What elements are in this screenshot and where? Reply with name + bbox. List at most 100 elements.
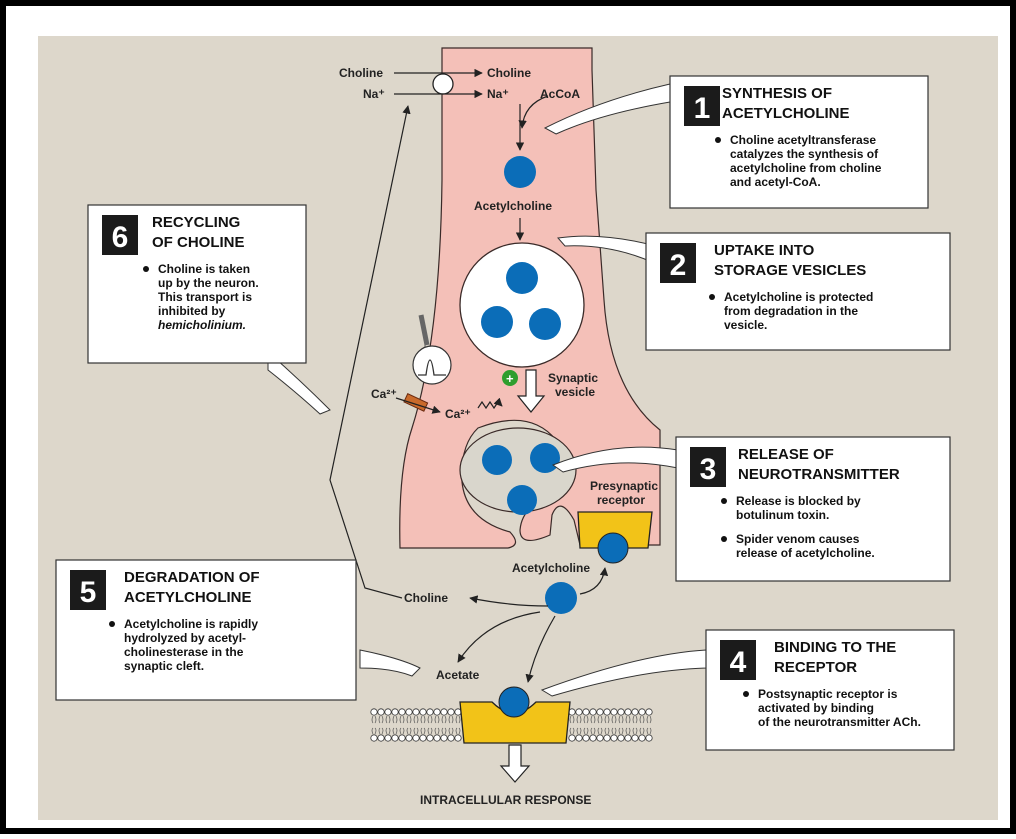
lipid-head bbox=[427, 709, 433, 715]
bullet-dot bbox=[721, 536, 727, 542]
lipid-head bbox=[406, 735, 412, 741]
bullet-text: acetylcholine from choline bbox=[730, 161, 882, 175]
step-title-line-2: OF CHOLINE bbox=[152, 234, 245, 251]
bullet-dot bbox=[143, 266, 149, 272]
bullet-text: Postsynaptic receptor is bbox=[758, 687, 898, 701]
lipid-head bbox=[604, 709, 610, 715]
bullet-dot bbox=[721, 498, 727, 504]
sodium-inside-label: Na⁺ bbox=[487, 87, 509, 101]
bullet-text: vesicle. bbox=[724, 318, 767, 332]
lipid-head bbox=[392, 709, 398, 715]
step-title-line-1: DEGRADATION OF bbox=[124, 569, 260, 586]
presynaptic-receptor-label-1: Presynaptic bbox=[590, 479, 658, 493]
choline-outside-label: Choline bbox=[339, 66, 383, 80]
vesicle-ach-molecule bbox=[529, 308, 561, 340]
bullet-text: synaptic cleft. bbox=[124, 659, 204, 673]
step-title-line-2: ACETYLCHOLINE bbox=[722, 105, 850, 122]
callout-step-4: 4BINDING TO THERECEPTORPostsynaptic rece… bbox=[706, 630, 954, 750]
choline-transporter-icon bbox=[433, 74, 453, 94]
lipid-head bbox=[625, 709, 631, 715]
callout-step-1: 1 SYNTHESIS OF ACETYLCHOLINE Choline acetyl… bbox=[670, 76, 928, 208]
lipid-head bbox=[385, 735, 391, 741]
bullet-text: and acetyl-CoA. bbox=[730, 175, 821, 189]
bullet-text: of the neurotransmitter ACh. bbox=[758, 715, 921, 729]
lipid-head bbox=[576, 735, 582, 741]
bullet-text: Release is blocked by bbox=[736, 494, 861, 508]
acetylcholine-molecule bbox=[504, 156, 536, 188]
lipid-head bbox=[434, 709, 440, 715]
lipid-head bbox=[441, 709, 447, 715]
plus-sign: + bbox=[506, 371, 514, 386]
lipid-head bbox=[371, 735, 377, 741]
lipid-head bbox=[378, 735, 384, 741]
storage-vesicle bbox=[460, 243, 584, 367]
bullet-text: activated by binding bbox=[758, 701, 874, 715]
step-number: 5 bbox=[80, 576, 97, 609]
calcium-inside-label: Ca²⁺ bbox=[445, 407, 471, 421]
bullet-text: Choline acetyltransferase bbox=[730, 133, 876, 147]
sodium-outside-label: Na⁺ bbox=[363, 87, 385, 101]
step-title-line-2: STORAGE VESICLES bbox=[714, 262, 866, 279]
acetate-label: Acetate bbox=[436, 668, 480, 682]
bullet-text: hemicholinium. bbox=[158, 318, 246, 332]
lipid-head bbox=[639, 735, 645, 741]
cleft-ach-molecule bbox=[545, 582, 577, 614]
bullet-text: Choline is taken bbox=[158, 262, 250, 276]
lipid-head bbox=[399, 709, 405, 715]
bullet-text: cholinesterase in the bbox=[124, 645, 244, 659]
bullet-dot bbox=[109, 621, 115, 627]
step-number: 3 bbox=[700, 453, 717, 486]
lipid-head bbox=[590, 735, 596, 741]
callout-step-5: 5DEGRADATION OFACETYLCHOLINEAcetylcholin… bbox=[56, 560, 356, 700]
bullet-text: catalyzes the synthesis of bbox=[730, 147, 879, 161]
lipid-head bbox=[420, 735, 426, 741]
bullet-text: botulinum toxin. bbox=[736, 508, 829, 522]
lipid-head bbox=[448, 709, 454, 715]
bullet-dot bbox=[709, 294, 715, 300]
bullet-text: Acetylcholine is rapidly bbox=[124, 617, 258, 631]
lipid-head bbox=[597, 735, 603, 741]
bullet-text: hydrolyzed by acetyl- bbox=[124, 631, 246, 645]
lipid-head bbox=[371, 709, 377, 715]
lipid-head bbox=[399, 735, 405, 741]
lipid-head bbox=[625, 735, 631, 741]
bullet-dot bbox=[715, 137, 721, 143]
step-title-line-2: RECEPTOR bbox=[774, 659, 857, 676]
bullet-text: release of acetylcholine. bbox=[736, 546, 875, 560]
released-ach-molecule bbox=[482, 445, 512, 475]
choline-cleft-label: Choline bbox=[404, 591, 448, 605]
lipid-head bbox=[406, 709, 412, 715]
lipid-head bbox=[576, 709, 582, 715]
step-number: 1 bbox=[694, 92, 711, 125]
lipid-head bbox=[639, 709, 645, 715]
bullet-text: This transport is bbox=[158, 290, 252, 304]
step-title-line-1: UPTAKE INTO bbox=[714, 242, 815, 259]
callout-step-3: 3 RELEASE OF NEUROTRANSMITTER Release is bl… bbox=[676, 437, 950, 581]
lipid-head bbox=[618, 709, 624, 715]
lipid-head bbox=[611, 709, 617, 715]
step-title-line-1: BINDING TO THE bbox=[774, 639, 896, 656]
lipid-head bbox=[646, 735, 652, 741]
synaptic-vesicle-label-1: Synaptic bbox=[548, 371, 598, 385]
calcium-outside-label: Ca²⁺ bbox=[371, 387, 397, 401]
step-title-line-1: SYNTHESIS OF bbox=[722, 85, 832, 102]
lipid-head bbox=[583, 735, 589, 741]
lipid-head bbox=[597, 709, 603, 715]
lipid-head bbox=[646, 709, 652, 715]
step-number: 6 bbox=[112, 221, 129, 254]
bullet-text: up by the neuron. bbox=[158, 276, 259, 290]
step-title-line-1: RELEASE OF bbox=[738, 446, 834, 463]
lipid-head bbox=[413, 735, 419, 741]
lipid-head bbox=[632, 709, 638, 715]
presynaptic-receptor-label-2: receptor bbox=[597, 493, 645, 507]
vesicle-ach-molecule bbox=[481, 306, 513, 338]
bullet-dot bbox=[743, 691, 749, 697]
lipid-head bbox=[385, 709, 391, 715]
lipid-head bbox=[604, 735, 610, 741]
lipid-head bbox=[413, 709, 419, 715]
lipid-head bbox=[611, 735, 617, 741]
step-title-line-2: NEUROTRANSMITTER bbox=[738, 466, 900, 483]
